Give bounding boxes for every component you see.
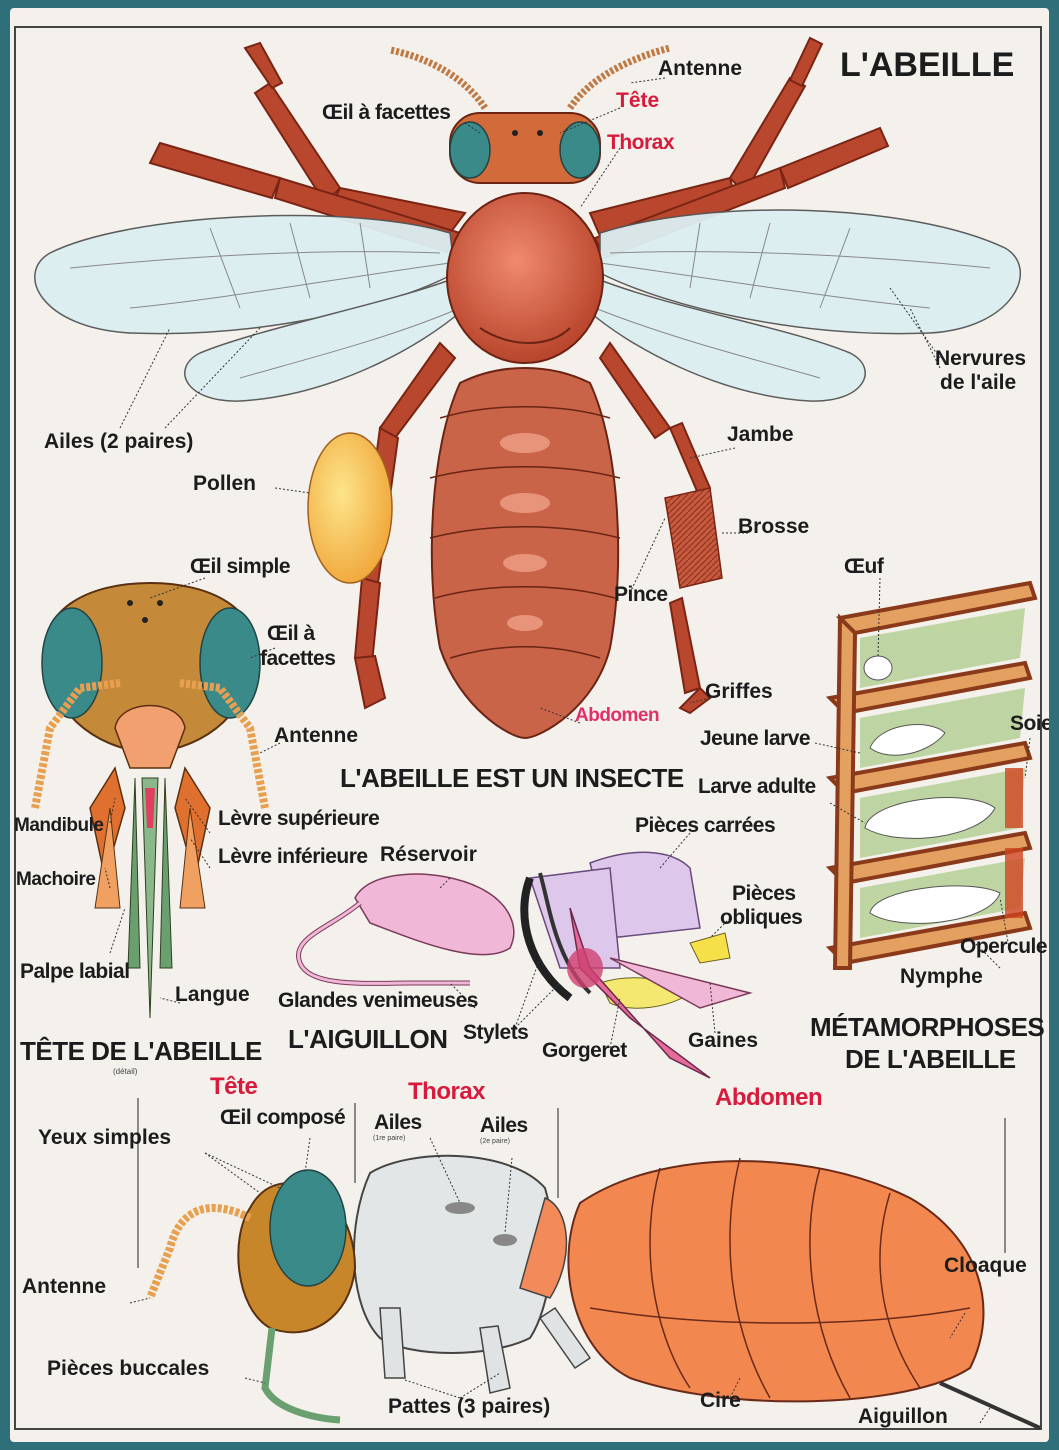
sting-label-stylets: Stylets: [463, 1022, 528, 1043]
head-label-oeil-facettes-2: facettes: [260, 648, 335, 669]
sting-label-gaines: Gaines: [688, 1030, 758, 1051]
label-abdomen: Abdomen: [575, 706, 659, 725]
antenna-left: [390, 50, 485, 108]
head-section-title: TÊTE DE L'ABEILLE: [20, 1038, 262, 1064]
sting-label-pieces-carrees: Pièces carrées: [635, 815, 775, 836]
sting-label-pieces-obliques-2: obliques: [720, 907, 802, 928]
side-label-ailes-2: Ailes: [480, 1115, 528, 1136]
label-tete: Tête: [616, 90, 659, 111]
head-label-levre-sup: Lèvre supérieure: [218, 808, 379, 829]
side-label-aiguillon: Aiguillon: [858, 1406, 948, 1427]
sting-label-reservoir: Réservoir: [380, 844, 477, 865]
head-label-antenne: Antenne: [274, 725, 358, 746]
meta-label-soie: Soie: [1010, 713, 1049, 734]
side-label-thorax: Thorax: [408, 1080, 485, 1104]
side-label-ailes-1: Ailes: [374, 1112, 422, 1133]
head-label-palpe: Palpe labial: [20, 961, 130, 982]
head-label-mandibule: Mandibule: [14, 816, 103, 835]
label-antenne: Antenne: [658, 58, 742, 79]
side-label-abdomen: Abdomen: [715, 1086, 822, 1110]
head-label-oeil-simple: Œil simple: [190, 556, 290, 577]
pollen-brush: [665, 488, 722, 588]
label-oeil-facettes: Œil à facettes: [322, 102, 450, 123]
head-label-oeil-facettes-1: Œil à: [267, 623, 315, 644]
thorax-shape: [447, 193, 603, 363]
meta-section-title-2: DE L'ABEILLE: [845, 1046, 1016, 1072]
poster: L'ABEILLE L'ABEILLE EST UN INSECTE Anten…: [10, 8, 1049, 1442]
head-label-machoire: Machoire: [16, 870, 95, 889]
side-label-ailes-2-sub: (2e paire): [480, 1138, 510, 1145]
side-bee: [150, 1156, 1040, 1428]
sting-label-pieces-obliques-1: Pièces: [732, 883, 796, 904]
head-label-levre-inf: Lèvre inférieure: [218, 846, 368, 867]
label-pollen: Pollen: [193, 473, 256, 494]
sting-label-glandes: Glandes venimeuses: [278, 990, 478, 1011]
label-pince: Pince: [614, 584, 668, 605]
head-label-langue: Langue: [175, 984, 250, 1005]
side-label-pattes: Pattes (3 paires): [388, 1396, 550, 1417]
meta-label-jeune-larve: Jeune larve: [700, 728, 810, 749]
label-thorax: Thorax: [607, 132, 674, 153]
label-jambe: Jambe: [727, 424, 794, 445]
comb-diagram: [830, 583, 1035, 968]
side-label-ailes-1-sub: (1re paire): [373, 1135, 405, 1142]
poster-title: L'ABEILLE: [840, 48, 1014, 82]
meta-label-opercule: Opercule: [960, 936, 1047, 957]
sting-section-title: L'AIGUILLON: [288, 1026, 448, 1052]
head-section-detail: (détail): [113, 1068, 137, 1076]
pollen-load: [308, 433, 392, 583]
meta-section-title-1: MÉTAMORPHOSES: [810, 1014, 1044, 1040]
label-brosse: Brosse: [738, 516, 809, 537]
meta-label-nymphe: Nymphe: [900, 966, 983, 987]
sting-label-gorgeret: Gorgeret: [542, 1040, 627, 1061]
side-label-yeux-simples: Yeux simples: [38, 1127, 171, 1148]
poster-subtitle: L'ABEILLE EST UN INSECTE: [340, 765, 684, 791]
side-label-antenne: Antenne: [22, 1276, 106, 1297]
eye-right: [560, 122, 600, 178]
side-label-oeil-compose: Œil composé: [220, 1107, 345, 1128]
side-label-cloaque: Cloaque: [944, 1255, 1027, 1276]
abdomen-shape: [432, 368, 618, 738]
meta-label-oeuf: Œuf: [844, 556, 883, 577]
side-label-pieces-buccales: Pièces buccales: [47, 1358, 209, 1379]
label-ailes: Ailes (2 paires): [44, 431, 193, 452]
side-label-cire: Cire: [700, 1390, 741, 1411]
label-nervures-2: de l'aile: [940, 372, 1016, 393]
label-nervures-1: Nervures: [935, 348, 1026, 369]
meta-label-larve-adulte: Larve adulte: [698, 776, 816, 797]
illustration: [10, 8, 1049, 1442]
label-griffes: Griffes: [705, 681, 773, 702]
side-label-tete: Tête: [210, 1075, 257, 1099]
head-detail: [35, 583, 265, 1018]
eye-left: [450, 122, 490, 178]
